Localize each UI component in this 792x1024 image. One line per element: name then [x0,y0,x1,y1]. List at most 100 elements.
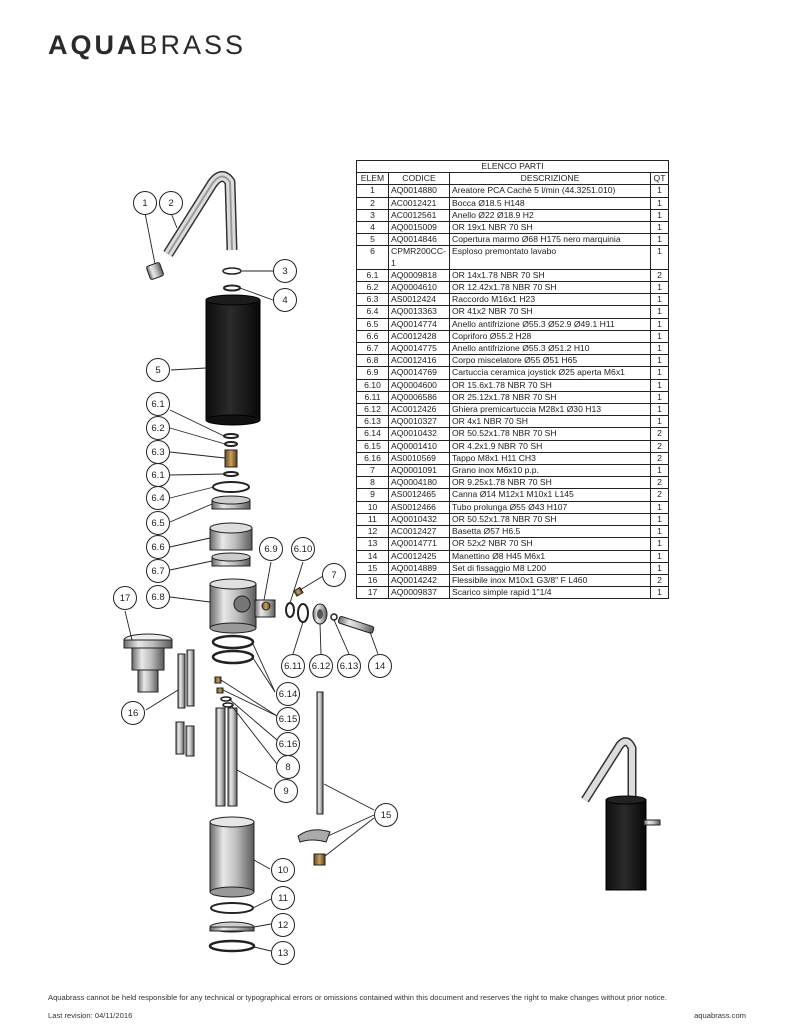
callout-bubble: 15 [374,803,398,827]
row-elem: 11 [356,512,389,527]
row-elem: 6.12 [356,403,389,417]
row-elem: 12 [356,525,389,539]
column-header-code: CODICE [388,172,450,186]
row-code: AQ0004600 [388,378,450,392]
row-qty: 1 [650,281,669,295]
row-code: AC0012428 [388,329,450,344]
callout-label: 6.7 [151,566,164,577]
row-elem: 10 [356,500,389,514]
callout-label: 6.11 [284,661,302,672]
row-qty: 1 [650,233,669,247]
flex-hose-part [175,649,195,757]
callout-bubble: 9 [274,779,298,803]
callout-bubble: 6.11 [281,654,305,678]
callout-label: 6.16 [279,739,298,750]
row-elem: 6.3 [356,293,389,307]
row-elem: 6.13 [356,415,389,429]
callout-label: 16 [128,708,139,719]
row-elem: 6.9 [356,366,389,380]
row-description: Copriforo Ø55.2 H28 [449,329,651,344]
row-code: AQ0010432 [388,427,450,441]
row-code: AQ0004180 [388,476,450,490]
column-header-desc: DESCRIZIONE [449,172,651,186]
row-description: OR 4x1 NBR 70 SH [449,415,651,429]
row-elem: 6.14 [356,427,389,441]
row-qty: 1 [650,245,669,270]
row-description: OR 50.52x1.78 NBR 70 SH [449,512,651,527]
row-elem: 6.4 [356,305,389,319]
row-code: AQ0014889 [388,561,450,575]
row-description: OR 12.42x1.78 NBR 70 SH [449,281,651,295]
row-code: AQ0009818 [388,268,450,283]
callout-label: 5 [155,365,160,376]
row-code: AQ0004610 [388,281,450,295]
row-elem: 9 [356,488,389,502]
row-qty: 2 [650,451,669,466]
row-description: Bocca Ø18.5 H148 [449,196,651,210]
website-link[interactable]: aquabrass.com [694,1011,746,1020]
row-description: Anello antifrizione Ø55.3 Ø52.9 Ø49.1 H1… [449,317,651,331]
row-elem: 14 [356,549,389,563]
row-description: Basetta Ø57 H6.5 [449,525,651,539]
callout-label: 6.5 [151,518,164,529]
callout-bubble: 1 [133,191,157,215]
oring-part [220,696,232,702]
row-qty: 1 [650,586,669,600]
revision-date: Last revision: 04/11/2016 [48,1011,133,1020]
callout-label: 10 [278,865,289,876]
callout-label: 14 [375,661,386,672]
plug-part [216,687,224,694]
assembled-faucet-view [581,737,661,891]
antifriction-ring-part [211,552,251,567]
row-qty: 1 [650,464,669,478]
aerator-part [146,262,164,280]
callout-label: 6.1 [151,470,164,481]
supply-tube-part [215,707,238,807]
row-description: Tubo prolunga Ø55 Ø43 H107 [449,500,651,514]
row-elem: 16 [356,573,389,588]
callout-bubble: 6.1 [146,463,170,487]
row-elem: 7 [356,464,389,478]
callout-label: 12 [278,920,289,931]
row-elem: 6.15 [356,439,389,453]
row-code: AC0012427 [388,525,450,539]
row-qty: 1 [650,208,669,223]
callout-label: 6.4 [151,493,164,504]
callout-bubble: 6.3 [146,440,170,464]
row-code: AC0012426 [388,403,450,417]
callout-label: 1 [142,198,147,209]
row-description: OR 15.6x1.78 NBR 70 SH [449,378,651,392]
callout-bubble: 7 [322,563,346,587]
row-description: OR 4.2x1.9 NBR 70 SH [449,439,651,453]
callout-bubble: 6.10 [291,537,315,561]
callout-label: 13 [278,948,289,959]
row-code: AQ0015009 [388,221,450,235]
row-qty: 1 [650,366,669,380]
callout-bubble: 3 [273,259,297,283]
oring-part [212,481,250,493]
callout-label: 6.3 [151,447,164,458]
row-elem: 6.7 [356,342,389,356]
brand-logo: AQUABRASS [48,30,246,61]
row-code: CPMR200CC-1 [388,245,450,270]
oring-part [222,702,234,708]
row-description: Manettino Ø8 H45 M6x1 [449,549,651,563]
row-description: OR 25.12x1.78 NBR 70 SH [449,390,651,405]
table-caption: ELENCO PARTI [356,159,669,174]
oring-part [223,284,241,292]
row-elem: 17 [356,586,389,600]
row-elem: 6.8 [356,354,389,368]
callout-label: 6.8 [151,592,164,603]
